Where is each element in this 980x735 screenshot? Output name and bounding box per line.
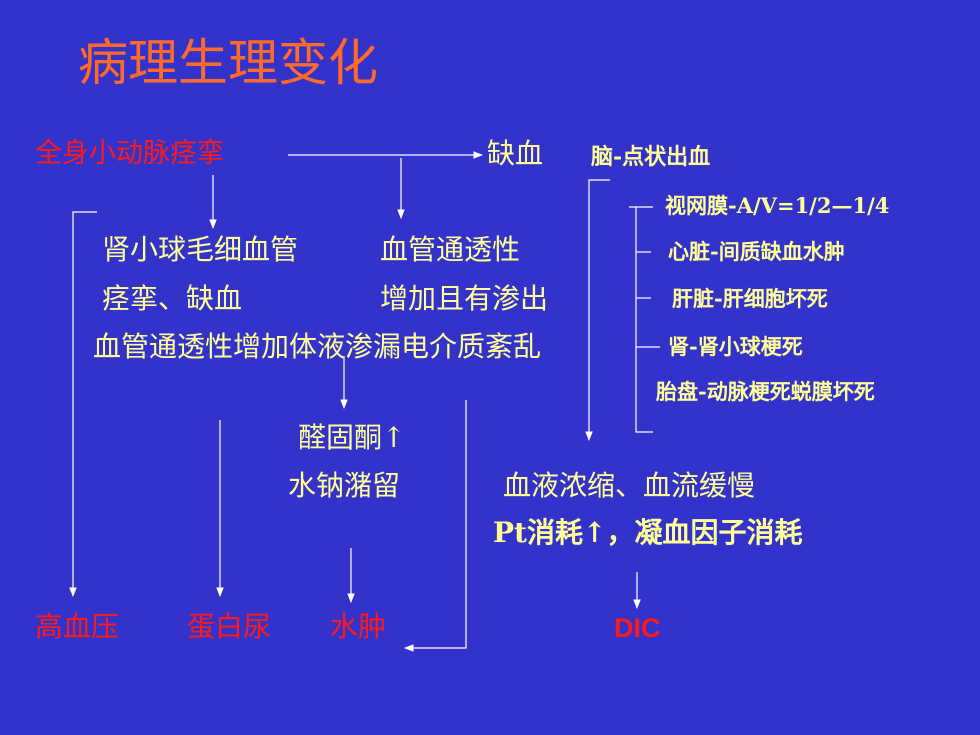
node-aldosterone: 醛固酮↑ bbox=[298, 421, 406, 454]
node-brain: 脑-点状出血 bbox=[591, 144, 711, 170]
node-consumption: Pt消耗↑，凝血因子消耗 bbox=[493, 516, 803, 549]
slide-title: 病理生理变化 bbox=[78, 34, 378, 92]
outcome-edema: 水肿 bbox=[330, 610, 387, 643]
outcome-proteinuria: 蛋白尿 bbox=[187, 610, 272, 643]
node-permeability-line2: 增加且有渗出 bbox=[380, 282, 549, 315]
node-permeability-line1: 血管通透性 bbox=[380, 233, 521, 266]
organ-bracket bbox=[635, 206, 653, 433]
node-kidney: 肾-肾小球梗死 bbox=[668, 334, 803, 359]
node-spasm: 全身小动脉痉挛 bbox=[35, 138, 224, 169]
node-placenta: 胎盘-动脉梗死蜕膜坏死 bbox=[656, 379, 875, 404]
node-leakage: 血管通透性增加体液渗漏电介质紊乱 bbox=[93, 330, 542, 363]
node-concentration: 血液浓缩、血流缓慢 bbox=[503, 469, 756, 502]
node-liver: 肝脏-肝细胞坏死 bbox=[672, 286, 828, 311]
node-ischemia: 缺血 bbox=[487, 137, 544, 170]
node-glomerular-line1: 肾小球毛细血管 bbox=[102, 233, 299, 266]
arrow-leakage-to-edema bbox=[404, 400, 467, 652]
node-retina: 视网膜-A/V=1/2—1/4 bbox=[665, 193, 890, 218]
arrow-to-hypertension bbox=[69, 211, 97, 597]
outcome-hypertension: 高血压 bbox=[35, 610, 120, 643]
outcome-dic: DIC bbox=[614, 613, 661, 643]
arrow-ischemia-to-concentration bbox=[585, 179, 610, 441]
node-retention: 水钠潴留 bbox=[288, 469, 401, 502]
node-glomerular-line2: 痉挛、缺血 bbox=[102, 282, 243, 315]
node-heart: 心脏-间质缺血水肿 bbox=[668, 239, 845, 264]
